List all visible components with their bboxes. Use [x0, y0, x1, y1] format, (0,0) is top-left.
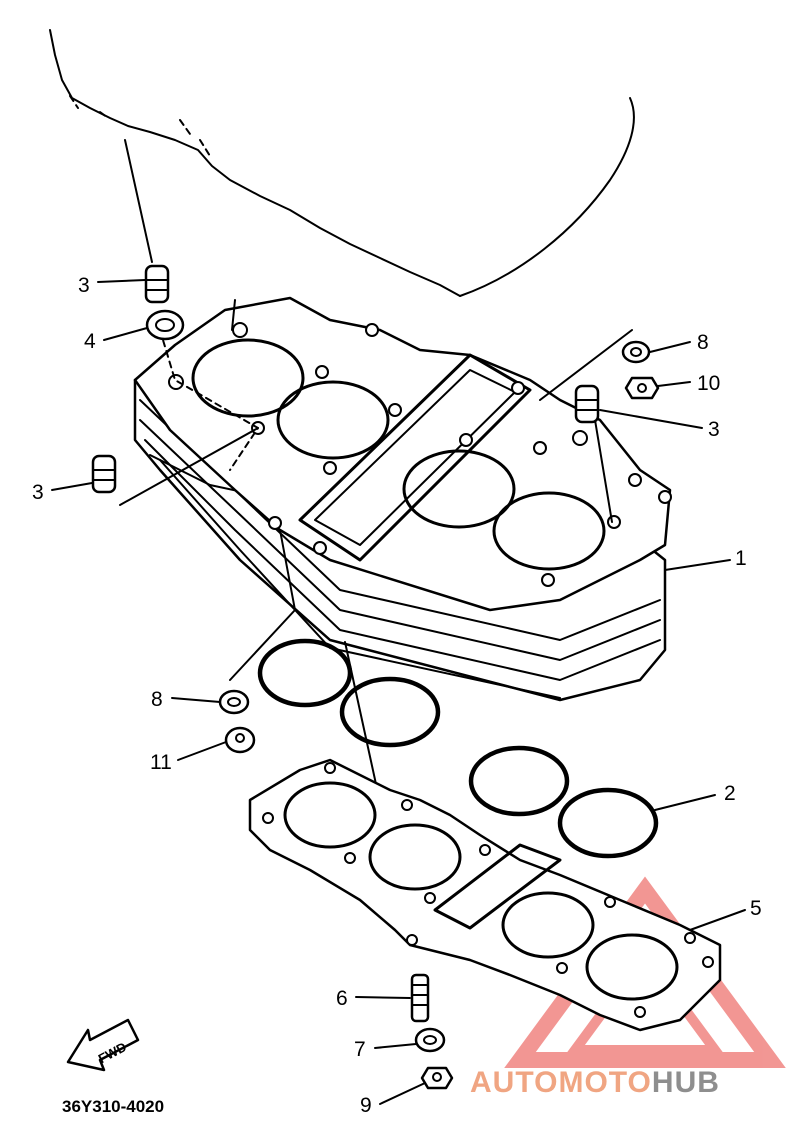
washer-left [218, 689, 250, 715]
callout-3c: 3 [708, 418, 720, 441]
callout-1: 1 [735, 547, 747, 570]
nut-right [624, 376, 660, 400]
svg-text:AUTOMOTOHUB: AUTOMOTOHUB [470, 1066, 720, 1099]
callout-6: 6 [336, 987, 348, 1010]
dowel-pin-left [91, 454, 117, 494]
watermark-moto: MOTO [558, 1066, 651, 1099]
callout-4: 4 [84, 330, 96, 353]
callout-11: 11 [150, 751, 172, 774]
diagram-code: 36Y310-4020 [62, 1097, 164, 1116]
washer-right [621, 340, 651, 364]
dowel-pin-right [574, 384, 600, 424]
callout-8b: 8 [151, 688, 163, 711]
callout-5: 5 [750, 897, 762, 920]
cylinder-gasket [248, 758, 722, 1032]
callout-labels: 3 4 3 3 8 10 1 2 5 8 11 6 7 9 [32, 274, 762, 1117]
nut-bottom [420, 1066, 454, 1090]
callout-7: 7 [354, 1038, 366, 1061]
callout-3a: 3 [78, 274, 90, 297]
watermark-hub: HUB [652, 1066, 720, 1099]
watermark-text: AUTOMOTOHUB [470, 1066, 720, 1099]
callout-8a: 8 [697, 331, 709, 354]
watermark-auto: AUTO [470, 1066, 558, 1099]
callout-3b: 3 [32, 481, 44, 504]
callout-10: 10 [697, 372, 720, 395]
stud-bolt [410, 973, 430, 1023]
dowel-pin-top [144, 264, 170, 304]
callout-leaders [51, 279, 746, 1105]
oil-seal-washer [145, 309, 185, 341]
washer-bottom [414, 1027, 446, 1053]
cylinder-block [133, 296, 672, 702]
callout-9: 9 [360, 1094, 372, 1117]
o-rings [257, 638, 659, 859]
callout-2: 2 [724, 782, 736, 805]
forward-arrow-icon: FWD [66, 1018, 140, 1072]
cap-nut-left [224, 726, 256, 754]
upper-crankcase-outline [49, 29, 635, 297]
